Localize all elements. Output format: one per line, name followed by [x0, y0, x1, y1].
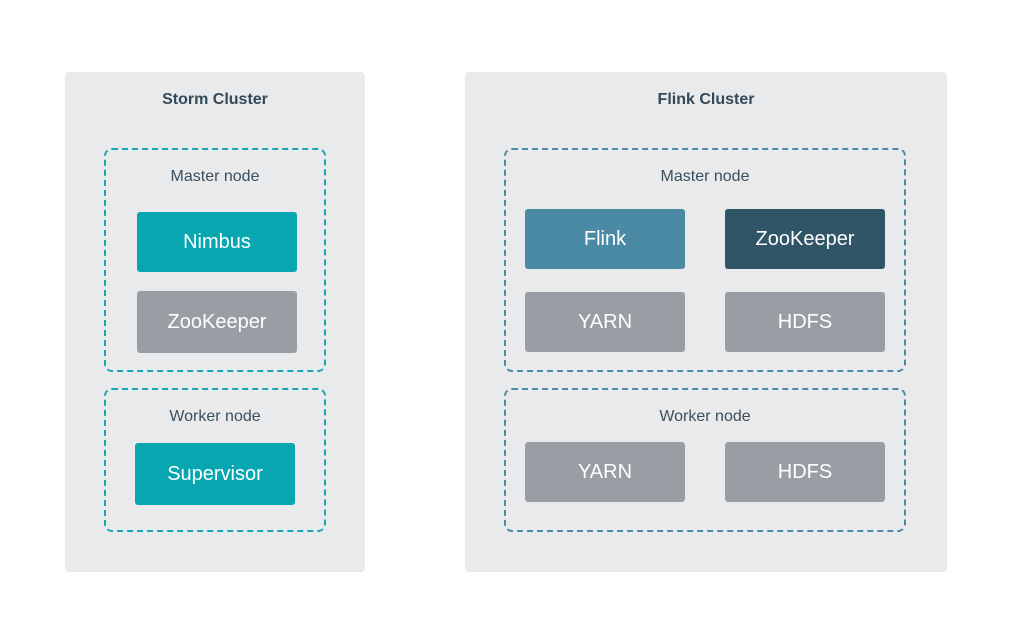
nimbus-box: Nimbus	[137, 212, 297, 272]
flink-zookeeper-box: ZooKeeper	[725, 209, 885, 269]
flink-worker-hdfs-box: HDFS	[725, 442, 885, 502]
flink-worker-node: Worker node YARN HDFS	[504, 388, 906, 532]
storm-worker-node-label: Worker node	[169, 408, 261, 425]
storm-cluster: Storm Cluster Master node Nimbus ZooKeep…	[65, 72, 365, 572]
storm-zookeeper-box: ZooKeeper	[137, 291, 297, 353]
flink-box: Flink	[525, 209, 685, 269]
storm-master-node: Master node Nimbus ZooKeeper	[104, 148, 326, 372]
flink-master-hdfs-box: HDFS	[725, 292, 885, 352]
flink-cluster: Flink Cluster Master node Flink ZooKeepe…	[465, 72, 947, 572]
flink-master-node-label: Master node	[660, 168, 750, 185]
flink-cluster-title: Flink Cluster	[657, 91, 755, 108]
flink-worker-node-label: Worker node	[659, 408, 751, 425]
supervisor-box: Supervisor	[135, 443, 295, 505]
flink-master-node: Master node Flink ZooKeeper YARN HDFS	[504, 148, 906, 372]
flink-worker-yarn-box: YARN	[525, 442, 685, 502]
flink-master-yarn-box: YARN	[525, 292, 685, 352]
storm-cluster-title: Storm Cluster	[162, 91, 268, 108]
storm-master-node-label: Master node	[170, 168, 260, 185]
storm-worker-node: Worker node Supervisor	[104, 388, 326, 532]
